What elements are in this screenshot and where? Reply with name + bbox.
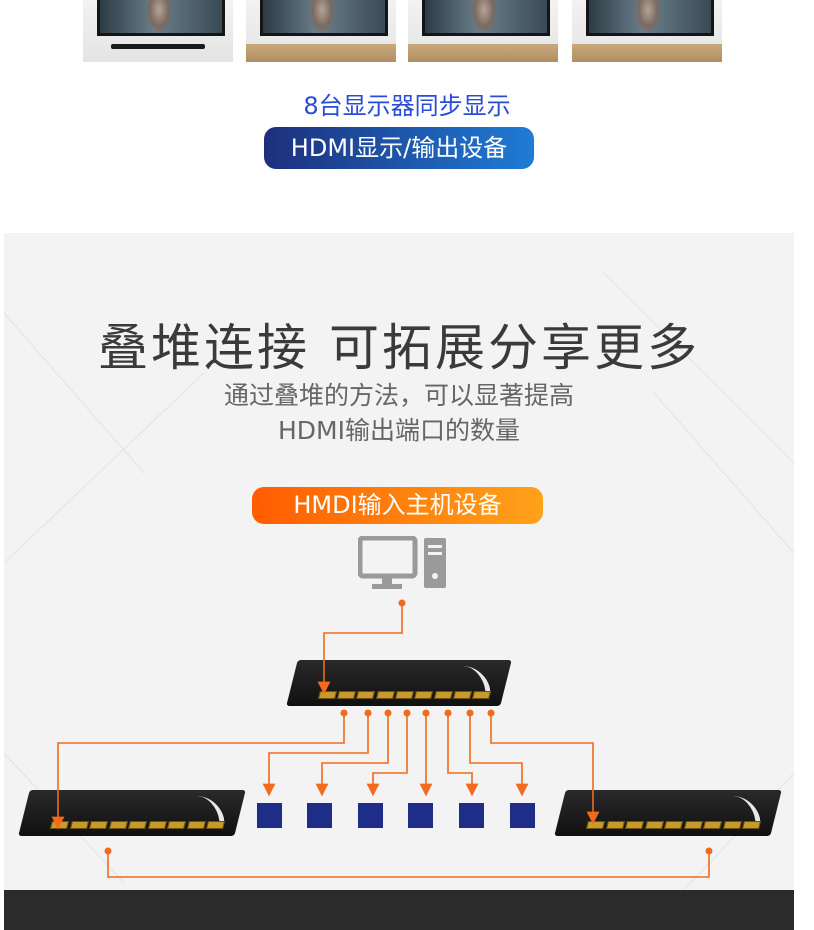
cascade-panel: 叠堆连接 可拓展分享更多 通过叠堆的方法，可以显著提高 HDMI输出端口的数量 … bbox=[4, 233, 794, 890]
tv-thumbnail bbox=[246, 0, 396, 62]
tv-thumbnail bbox=[408, 0, 558, 62]
hdmi-splitter-right bbox=[554, 790, 782, 836]
display-square bbox=[257, 803, 282, 828]
subline-1: 通过叠堆的方法，可以显著提高 bbox=[223, 381, 574, 410]
desktop-computer-icon bbox=[358, 536, 446, 589]
top-section: 8台显示器同步显示 HDMI显示/输出设备 bbox=[0, 0, 814, 233]
display-square bbox=[408, 803, 433, 828]
subline-2: HDMI输出端口的数量 bbox=[278, 416, 520, 445]
headline: 叠堆连接 可拓展分享更多 bbox=[98, 319, 700, 377]
display-square bbox=[358, 803, 383, 828]
bottom-band bbox=[4, 890, 794, 930]
display-square bbox=[459, 803, 484, 828]
display-square bbox=[510, 803, 535, 828]
tv-thumbnail bbox=[83, 0, 233, 62]
tv-thumbnail bbox=[572, 0, 722, 62]
output-device-pill: HDMI显示/输出设备 bbox=[264, 127, 534, 169]
hdmi-splitter-left bbox=[18, 790, 246, 836]
sync-display-caption: 8台显示器同步显示 bbox=[303, 92, 511, 120]
display-square bbox=[307, 803, 332, 828]
hdmi-splitter-main bbox=[286, 660, 512, 706]
source-device-pill: HMDI输入主机设备 bbox=[252, 487, 543, 524]
